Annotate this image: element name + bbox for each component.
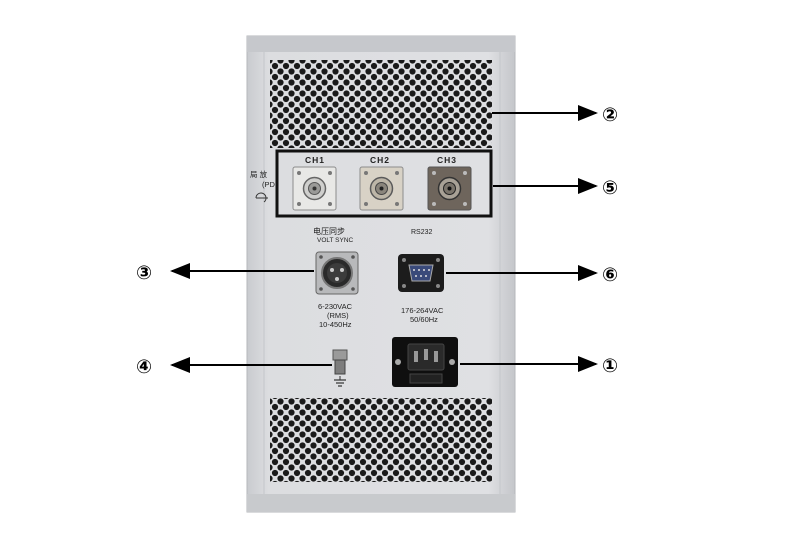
callout-5: ⑤ xyxy=(602,177,618,199)
bottom-ventilation-grille xyxy=(270,398,492,482)
ch3-connector[interactable] xyxy=(427,166,472,211)
volt-sync-spec-line3: 10-450Hz xyxy=(319,320,352,329)
ch2-connector[interactable] xyxy=(359,166,404,211)
ch1-label: CH1 xyxy=(305,155,325,165)
top-ventilation-grille xyxy=(270,60,492,148)
channel-group-frame xyxy=(275,149,493,218)
rs232-label: RS232 xyxy=(411,229,433,236)
power-spec-line2: 50/60Hz xyxy=(410,315,438,324)
pd-side-sublabel: (PD xyxy=(262,180,276,189)
ch2-label: CH2 xyxy=(370,155,390,165)
volt-sync-cn-label: 电压同步 xyxy=(313,226,345,236)
callout-1: ① xyxy=(602,355,618,377)
callout-4: ④ xyxy=(136,356,152,378)
power-inlet[interactable] xyxy=(392,337,458,387)
callout-6: ⑥ xyxy=(602,264,618,286)
ch3-label: CH3 xyxy=(437,155,457,165)
ch1-connector[interactable] xyxy=(292,166,337,211)
callout-2: ② xyxy=(602,104,618,126)
pd-side-symbol-icon xyxy=(255,192,268,203)
volt-sync-connector[interactable] xyxy=(315,251,359,295)
volt-sync-spec-line1: 6-230VAC xyxy=(318,302,353,311)
callout-3: ③ xyxy=(136,262,152,284)
pd-side-label: 局 放 xyxy=(250,169,268,179)
power-spec-line1: 176-264VAC xyxy=(401,306,444,315)
ground-terminal[interactable] xyxy=(332,349,348,387)
volt-sync-en-label: VOLT SYNC xyxy=(317,237,354,244)
volt-sync-spec-line2: (RMS) xyxy=(327,311,349,320)
rs232-port[interactable] xyxy=(398,254,444,292)
